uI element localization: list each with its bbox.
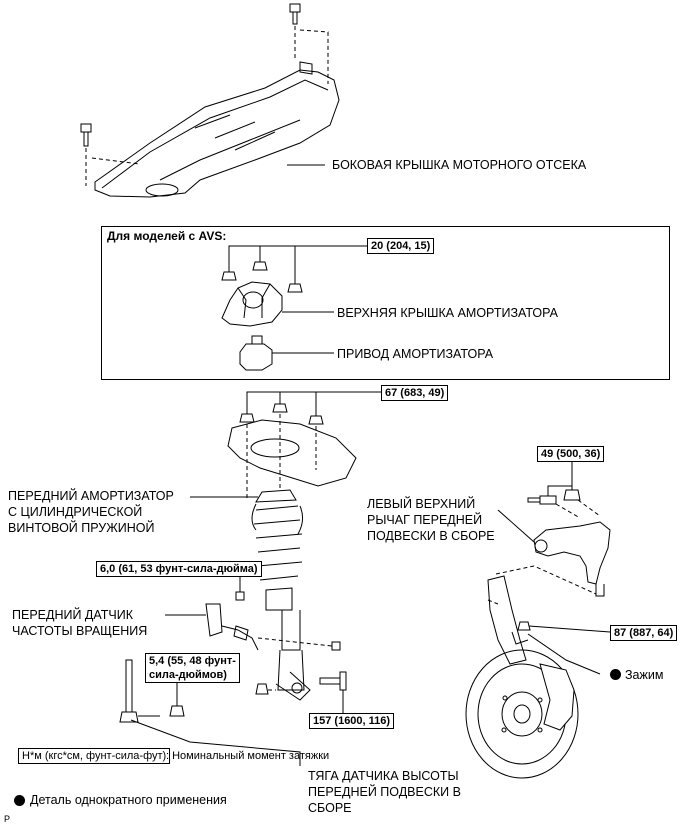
torque-label: 49 (500, 36)	[537, 446, 605, 462]
torque-label: 67 (683, 49)	[381, 385, 449, 401]
bolt-icon	[319, 671, 347, 691]
bolt-icon	[235, 591, 245, 601]
speed-sensor-label: ПЕРЕДНИЙ ДАТЧИК ЧАСТОТЫ ВРАЩЕНИЯ	[12, 608, 148, 638]
torque-label: 157 (1600, 116)	[309, 713, 395, 729]
engine-cover-label: БОКОВАЯ КРЫШКА МОТОРНОГО ОТСЕКА	[332, 158, 587, 172]
actuator-label: ПРИВОД АМОРТИЗАТОРА	[337, 347, 494, 361]
torque-label: 20 (204, 15)	[367, 238, 435, 254]
brake-disc-drawing	[465, 575, 579, 779]
actuator-drawing	[239, 335, 273, 371]
page-mark: P	[4, 814, 11, 824]
upper-cap-label: ВЕРХНЯЯ КРЫШКА АМОРТИЗАТОРА	[337, 306, 558, 320]
clamp-label: Зажим	[625, 668, 664, 682]
upper-cap-drawing	[221, 281, 283, 327]
avs-title: Для моделей с AVS:	[107, 229, 227, 243]
bolt-icon	[289, 3, 301, 25]
nut-icon	[517, 621, 531, 631]
front-shock-label: ПЕРЕДНИЙ АМОРТИЗАТОР С ЦИЛИНДРИЧЕСКОЙ ВИ…	[8, 489, 174, 535]
bolt-icon	[331, 641, 341, 651]
bolt-icon	[527, 495, 557, 505]
torque-label: 5,4 (55, 48 фунт- сила-дюймов)	[145, 653, 240, 683]
nut-icon	[239, 403, 324, 425]
nut-icon	[169, 705, 185, 717]
engine-cover-drawing	[94, 61, 340, 198]
single-use-legend-icon	[14, 795, 25, 806]
speed-sensor-drawing	[205, 603, 259, 651]
upper-arm-drawing	[533, 521, 611, 597]
torque-label: 87 (887, 64)	[610, 625, 678, 641]
bolt-icon	[80, 123, 92, 147]
height-rod-label: ТЯГА ДАТЧИКА ВЫСОТЫ ПЕРЕДНЕЙ ПОДВЕСКИ В …	[308, 769, 461, 815]
single-use-marker-icon	[610, 669, 621, 680]
height-rod-drawing	[119, 659, 160, 723]
nut-icon	[255, 683, 269, 695]
legend-torque-unit: Н*м (кгс*см, фунт-сила-фут)	[18, 748, 171, 764]
nut-icon	[221, 261, 303, 293]
torque-label: 6,0 (61, 53 фунт-сила-дюйма)	[96, 561, 262, 577]
legend-single-use-text: Деталь однократного применения	[30, 793, 227, 807]
upper-arm-label: ЛЕВЫЙ ВЕРХНИЙ РЫЧАГ ПЕРЕДНЕЙ ПОДВЕСКИ В …	[367, 497, 495, 543]
nut-icon	[563, 489, 581, 501]
front-shock-drawing	[251, 489, 311, 701]
avs-frame	[101, 226, 670, 380]
legend-torque-text: : Номинальный момент затяжки	[166, 750, 330, 762]
